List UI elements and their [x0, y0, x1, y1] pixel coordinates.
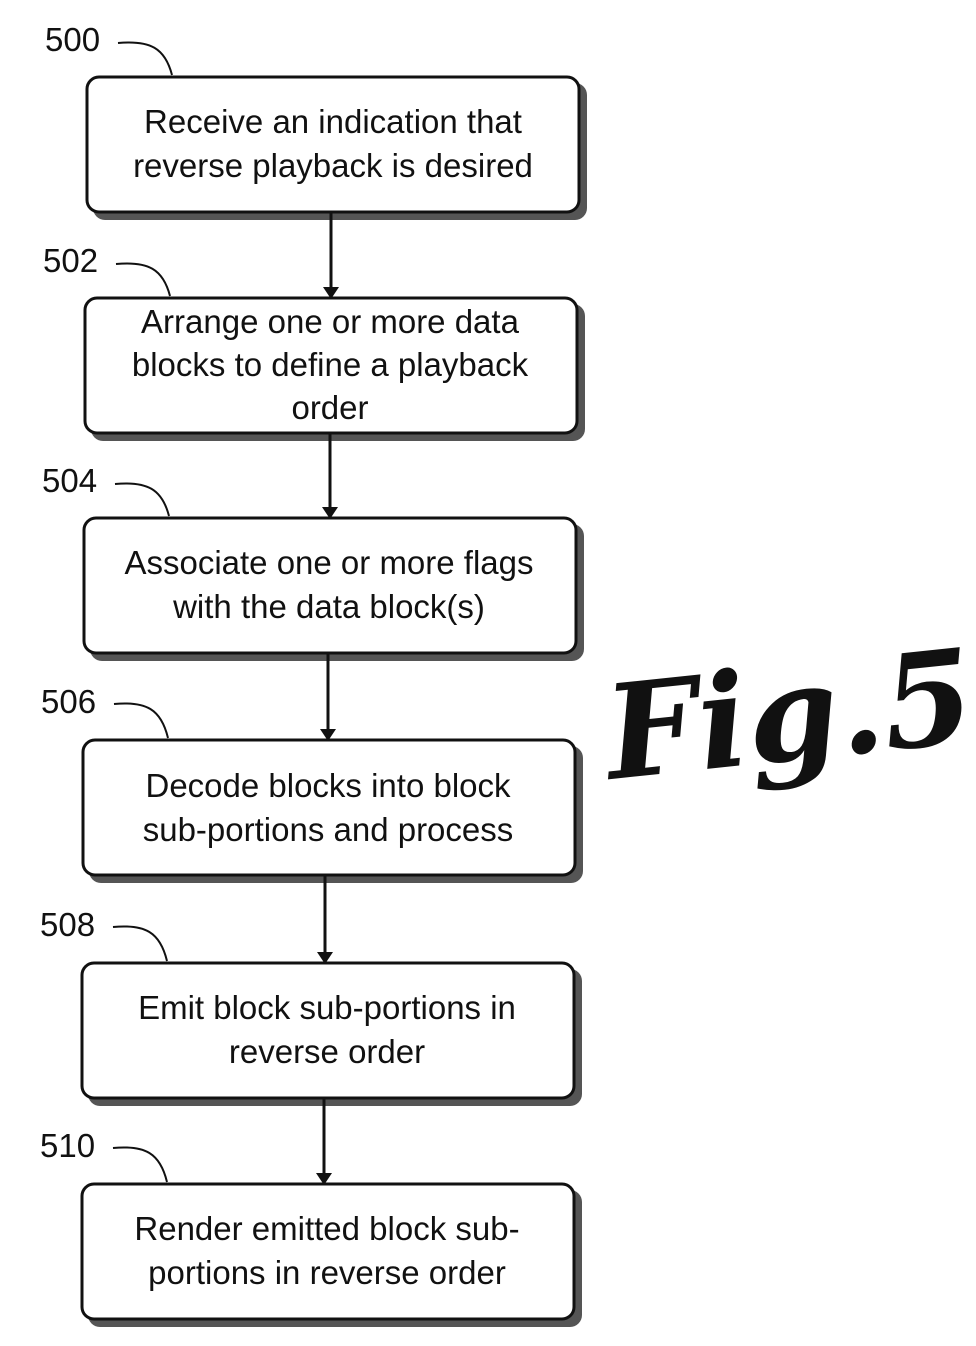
step-ref-500: 500: [45, 21, 100, 58]
step-label-502-line-2: blocks to define a playback: [132, 346, 529, 383]
step-label-508-line-2: reverse order: [229, 1033, 425, 1070]
step-ref-504: 504: [42, 462, 97, 499]
step-label-508-line-1: Emit block sub-portions in: [138, 989, 516, 1026]
step-ref-506: 506: [41, 683, 96, 720]
step-label-502-line-1: Arrange one or more data: [141, 303, 520, 340]
step-506: 506 Decode blocks into block sub-portion…: [41, 683, 583, 883]
step-500: 500 Receive an indication that reverse p…: [45, 21, 587, 220]
figure-label: Fig.5: [594, 619, 976, 810]
step-label-500-line-1: Receive an indication that: [144, 103, 522, 140]
step-label-504-line-2: with the data block(s): [172, 588, 485, 625]
step-502: 502 Arrange one or more data blocks to d…: [43, 242, 585, 441]
step-label-506-line-1: Decode blocks into block: [145, 767, 511, 804]
step-510: 510 Render emitted block sub- portions i…: [40, 1127, 582, 1327]
step-label-510-line-1: Render emitted block sub-: [134, 1210, 519, 1247]
step-ref-508: 508: [40, 906, 95, 943]
step-ref-502: 502: [43, 242, 98, 279]
step-ref-510: 510: [40, 1127, 95, 1164]
step-label-502-line-3: order: [291, 389, 368, 426]
step-label-506-line-2: sub-portions and process: [143, 811, 514, 848]
step-508: 508 Emit block sub-portions in reverse o…: [40, 906, 582, 1106]
step-label-504-line-1: Associate one or more flags: [124, 544, 533, 581]
step-label-500-line-2: reverse playback is desired: [133, 147, 533, 184]
step-label-510-line-2: portions in reverse order: [148, 1254, 506, 1291]
step-504: 504 Associate one or more flags with the…: [42, 462, 584, 661]
